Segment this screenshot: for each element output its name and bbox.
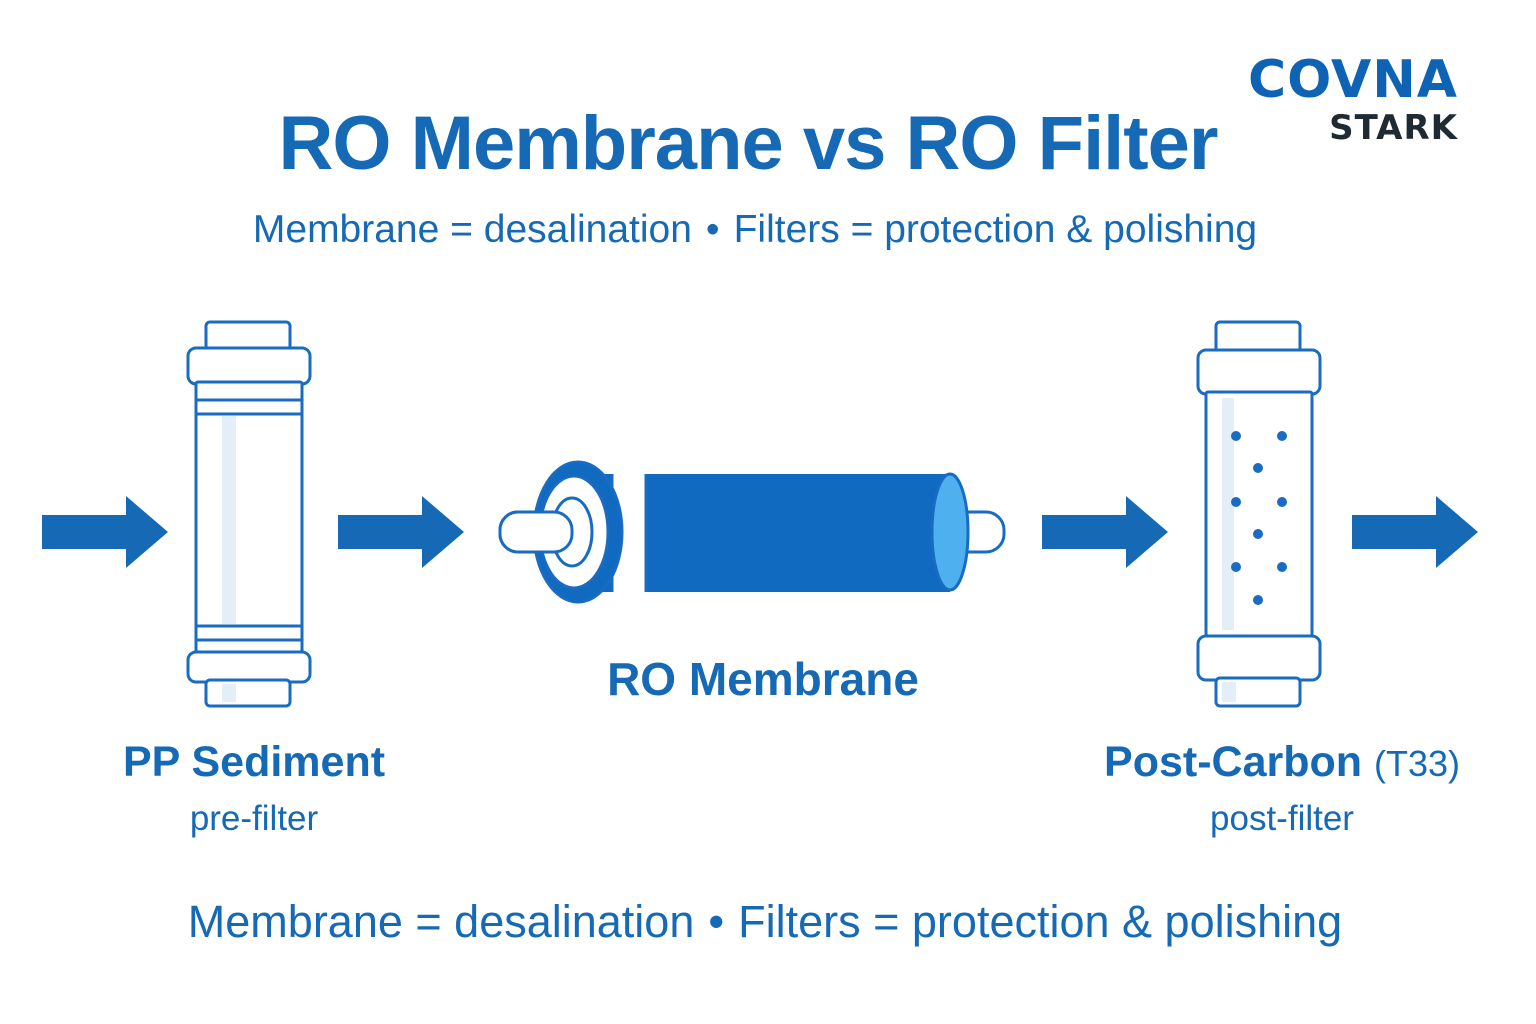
stage-post-carbon: Post-Carbon (T33) post-filter	[1046, 738, 1518, 839]
footer-filters: Filters = protection & polishing	[738, 896, 1343, 947]
stage-role: post-filter	[1210, 799, 1354, 838]
brand-sub: STARK	[1329, 108, 1458, 148]
footer-membrane: Membrane = desalination	[187, 896, 695, 947]
stage-name: PP Sediment	[122, 738, 386, 786]
footer-caption: Membrane = desalination • Filters = protec…	[0, 896, 1530, 948]
sediment-cartridge-icon	[186, 320, 312, 708]
stage-role: pre-filter	[189, 799, 319, 838]
subtitle-separator: •	[705, 208, 720, 251]
flow-arrow-icon	[1042, 496, 1168, 568]
stage-tag: (T33)	[1373, 743, 1460, 784]
brand-logo: COVNA STARK	[1198, 52, 1458, 148]
page-title: RO Membrane vs RO Filter	[278, 101, 1219, 186]
footer-separator: •	[708, 896, 725, 947]
subtitle-filters: Filters = protection & polishing	[733, 208, 1258, 251]
subtitle: Membrane = desalination • Filters = protec…	[0, 208, 1510, 252]
stage-name: Post-Carbon (T33)	[1046, 738, 1518, 787]
subtitle-membrane: Membrane = desalination	[252, 208, 692, 251]
stage-pp-sediment: PP Sediment pre-filter	[54, 738, 454, 839]
stage-name-text: Post-Carbon	[1104, 738, 1363, 786]
carbon-cartridge-icon	[1196, 320, 1322, 708]
ro-membrane-icon	[498, 460, 1006, 604]
flow-arrow-icon	[338, 496, 464, 568]
stage-ro-membrane: RO Membrane	[513, 652, 1013, 706]
stage-name: RO Membrane	[607, 653, 919, 705]
flow-arrow-icon	[1352, 496, 1478, 568]
brand-name: COVNA	[1248, 50, 1458, 110]
carbon-granules	[1231, 431, 1287, 605]
flow-arrow-icon	[42, 496, 168, 568]
